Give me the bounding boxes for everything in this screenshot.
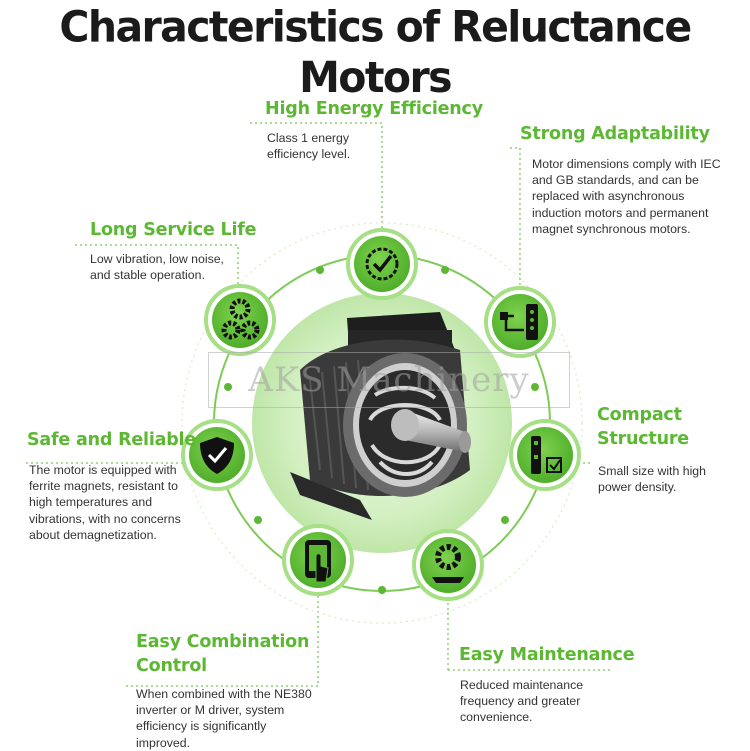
watermark: AKS Machinery <box>208 352 570 408</box>
feature-desc-maintenance: Reduced maintenance frequency and greate… <box>460 678 584 725</box>
check-badge-icon <box>346 228 418 300</box>
feature-desc-service-life: Low vibration, low noise, and stable ope… <box>90 252 224 283</box>
feature-title-combination: Easy Combination Control <box>136 632 310 676</box>
feature-title-safe: Safe and Reliable <box>27 430 197 450</box>
page-title: Characteristics of Reluctance Motors <box>59 1 692 103</box>
feature-desc-compact: Small size with high power density. <box>598 464 706 495</box>
gears-icon <box>204 284 276 356</box>
motor-image <box>290 312 471 520</box>
connector-lines <box>26 122 612 687</box>
outer-ring <box>181 222 583 624</box>
ring-dots <box>224 266 539 594</box>
feature-desc-efficiency: Class 1 energy efficiency level. <box>267 131 351 162</box>
feature-desc-safe: The motor is equipped with ferrite magne… <box>29 463 181 542</box>
shield-check-icon <box>181 419 253 491</box>
adapter-device-icon <box>484 286 556 358</box>
compact-checklist-icon <box>509 419 581 491</box>
touch-phone-icon <box>282 524 354 596</box>
feature-title-service-life: Long Service Life <box>90 220 257 240</box>
feature-title-efficiency: High Energy Efficiency <box>265 99 483 119</box>
gear-hand-icon <box>412 529 484 601</box>
feature-desc-adaptability: Motor dimensions comply with IEC and GB … <box>532 157 721 236</box>
feature-desc-combination: When combined with the NE380 inverter or… <box>136 687 312 750</box>
feature-title-adaptability: Strong Adaptability <box>520 124 710 144</box>
feature-title-compact: Compact Structure <box>597 405 689 449</box>
feature-title-maintenance: Easy Maintenance <box>459 645 635 665</box>
